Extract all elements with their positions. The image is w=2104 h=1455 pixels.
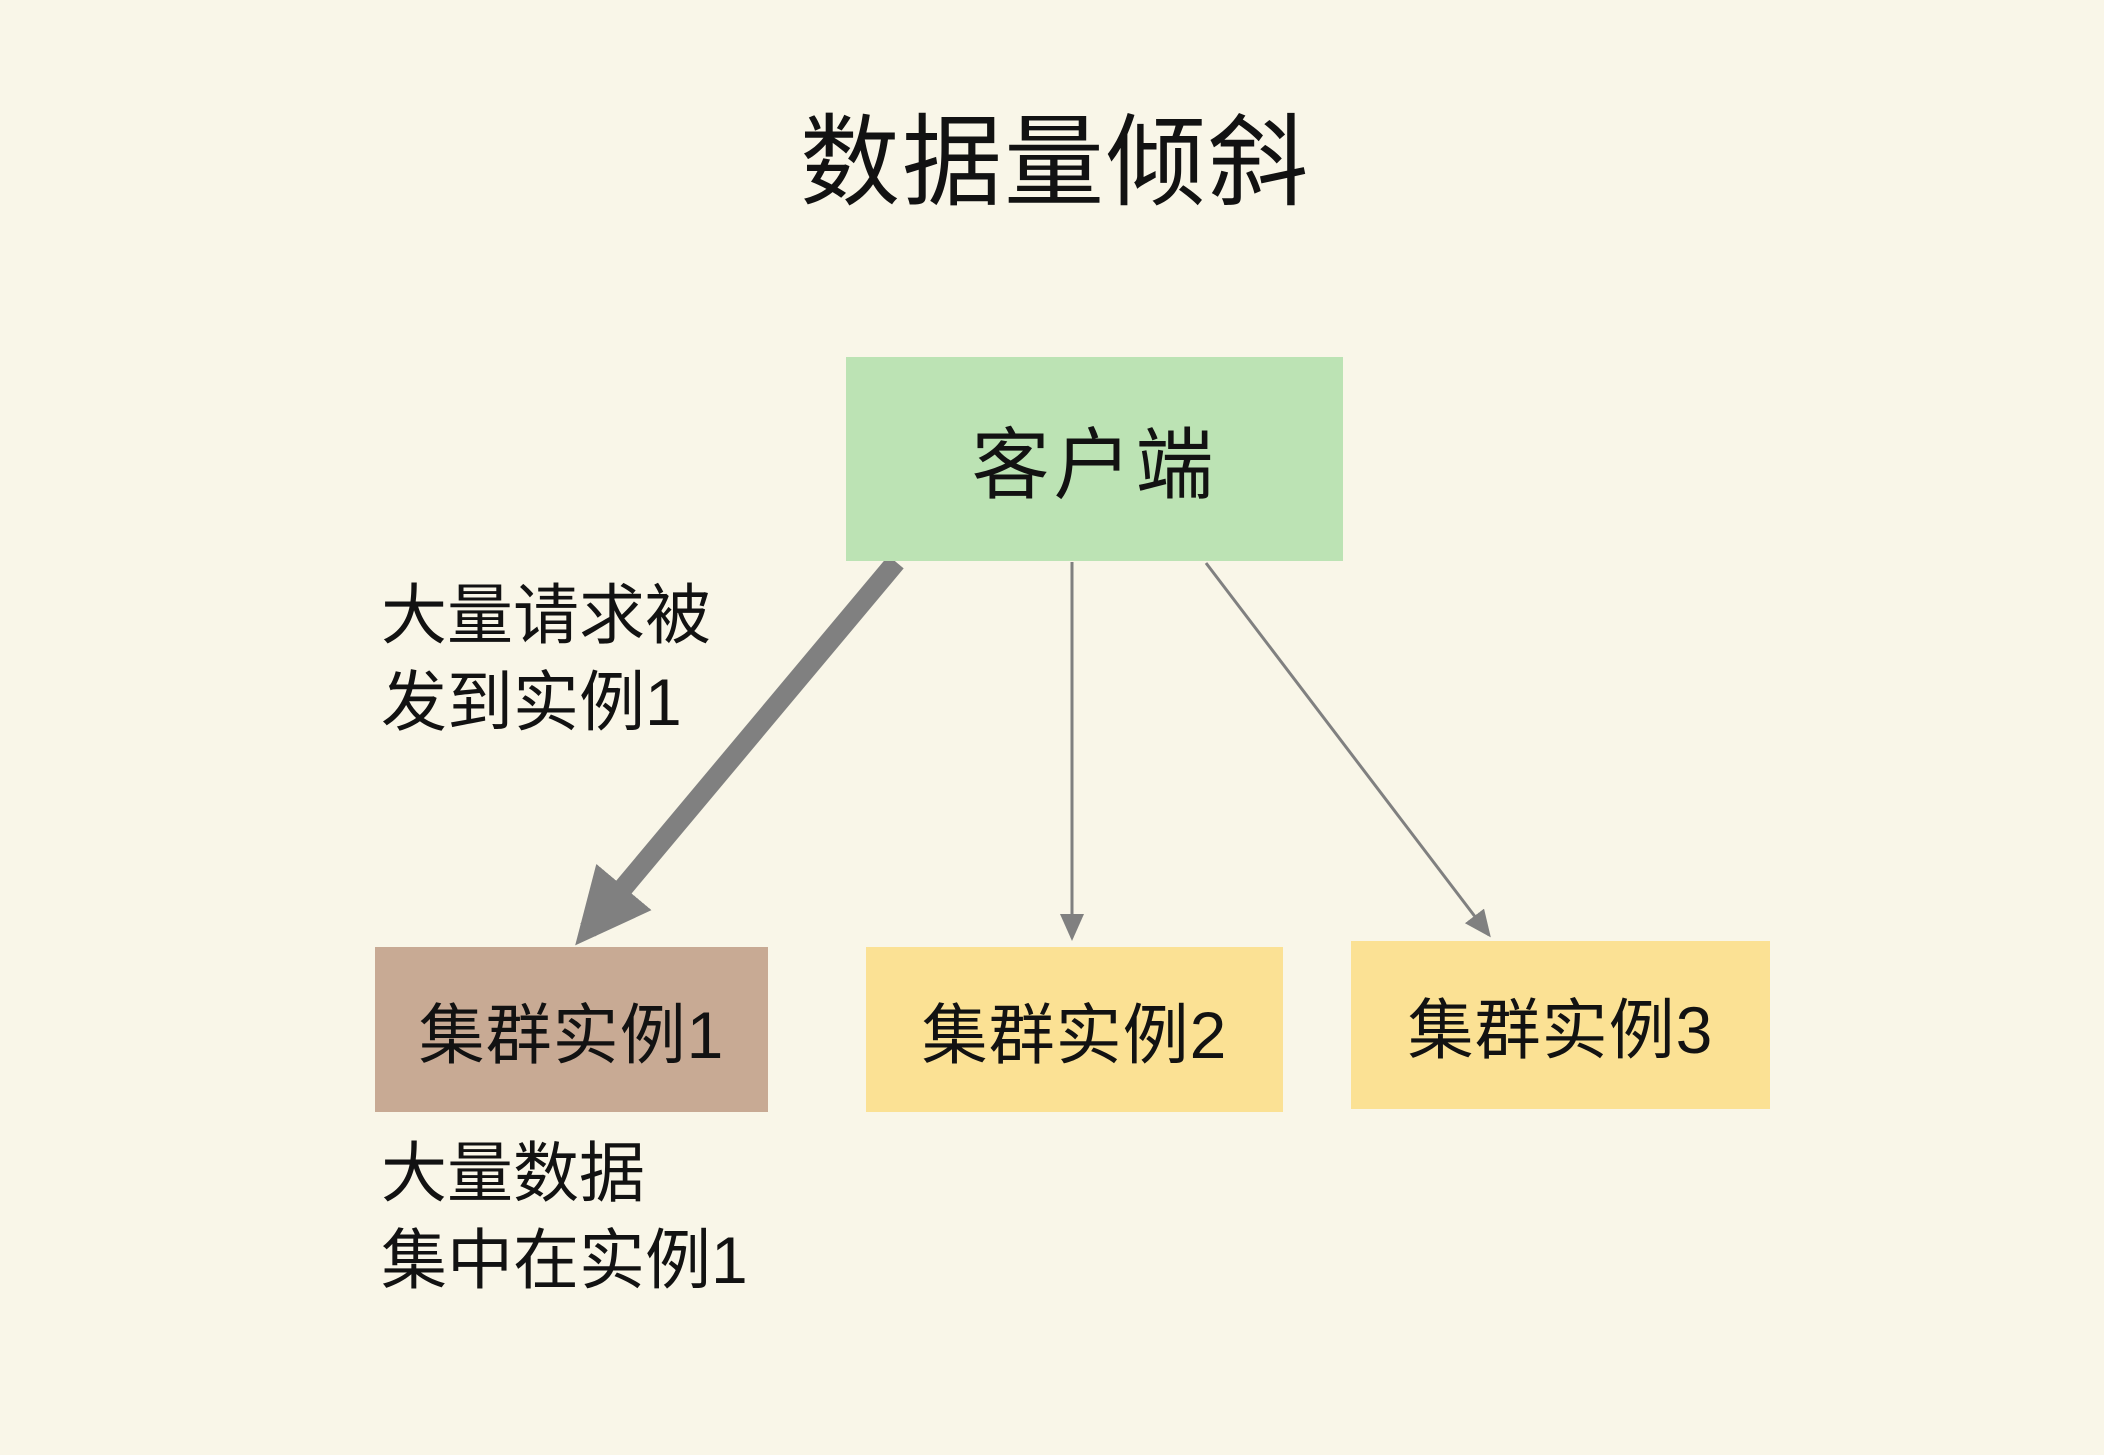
diagram-title: 数据量倾斜 <box>800 107 1310 219</box>
client-node: 客户端 <box>846 357 1343 561</box>
cluster-instance1-node: 集群实例1 <box>375 947 768 1112</box>
annotation-requests-line1: 大量请求被 <box>381 578 711 652</box>
annotation-requests: 大量请求被 发到实例1 <box>381 572 711 746</box>
cluster-instance3-node: 集群实例3 <box>1351 941 1770 1109</box>
thick-arrow-client-to-instance1-icon <box>575 555 904 946</box>
cluster-instance2-node: 集群实例2 <box>866 947 1283 1112</box>
annotation-data-line2: 集中在实例1 <box>381 1223 748 1297</box>
annotation-data-line1: 大量数据 <box>381 1136 645 1210</box>
annotation-data: 大量数据 集中在实例1 <box>381 1130 748 1304</box>
annotation-requests-line2: 发到实例1 <box>381 665 682 739</box>
arrow-client-to-instance3-icon <box>1204 562 1491 938</box>
